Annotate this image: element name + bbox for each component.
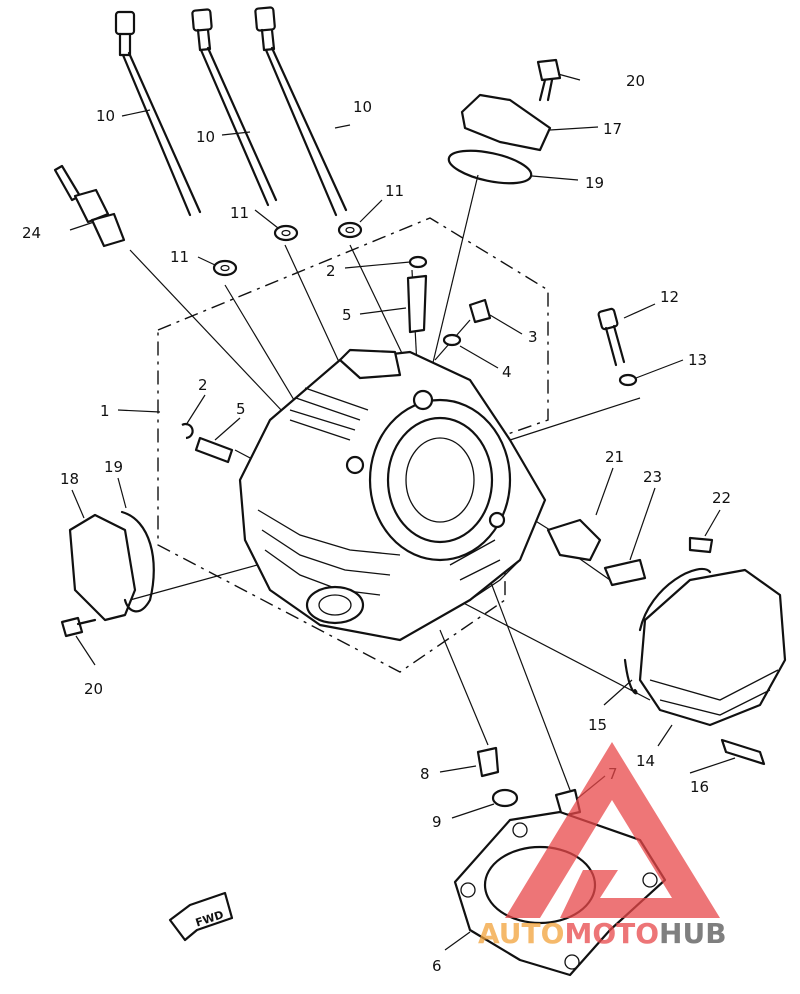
callout-11c: 11	[385, 182, 404, 200]
callout-17: 17	[603, 120, 622, 138]
callout-10c: 10	[353, 98, 372, 116]
callout-14: 14	[636, 752, 655, 770]
automotohub-watermark: AUTOMOTOHUB	[478, 742, 727, 950]
callout-11a: 11	[170, 248, 189, 266]
spark-plug	[53, 164, 126, 248]
callout-22: 22	[712, 489, 731, 507]
callout-20a: 20	[626, 72, 645, 90]
callout-8: 8	[420, 765, 430, 783]
bolt-3	[442, 298, 492, 347]
callout-19a: 19	[585, 174, 604, 192]
callout-6: 6	[432, 957, 442, 975]
bracket-parts	[546, 518, 714, 587]
callout-3: 3	[528, 328, 538, 346]
callout-9: 9	[432, 813, 442, 831]
watermark-moto: MOTO	[564, 917, 659, 950]
stud-bolts	[114, 6, 348, 217]
callout-16: 16	[690, 778, 709, 796]
fwd-arrow: FWD	[168, 891, 234, 942]
callout-12: 12	[660, 288, 679, 306]
dowel-pins	[476, 746, 582, 818]
callout-10b: 10	[196, 128, 215, 146]
callout-leaders	[69, 73, 736, 951]
assembly-boundary	[157, 217, 549, 673]
tappet-cover	[623, 567, 787, 766]
callout-labels: 10 10 10 11 11 11 24 2 5 3 4 20 17 19 12…	[22, 72, 731, 975]
callout-19b: 19	[104, 458, 123, 476]
callout-13: 13	[688, 351, 707, 369]
callout-23: 23	[643, 468, 662, 486]
callout-10a: 10	[96, 107, 115, 125]
callout-5b: 5	[236, 400, 246, 418]
callout-18: 18	[60, 470, 79, 488]
watermark-auto: AUTO	[478, 917, 564, 950]
watermark-triangle-icon	[505, 742, 720, 918]
callout-24: 24	[22, 224, 41, 242]
valve-guide-left	[181, 422, 234, 464]
callout-5a: 5	[342, 306, 352, 324]
callout-1: 1	[100, 402, 110, 420]
callout-11b: 11	[230, 204, 249, 222]
watermark-hub: HUB	[659, 917, 727, 950]
callout-4: 4	[502, 363, 512, 381]
callout-15: 15	[588, 716, 607, 734]
top-cover	[447, 58, 562, 185]
svg-text:AUTOMOTOHUB: AUTOMOTOHUB	[478, 917, 727, 950]
side-cover-left	[60, 510, 155, 638]
washers	[212, 221, 363, 277]
callout-21: 21	[605, 448, 624, 466]
bolt-12	[597, 307, 638, 387]
callout-2a: 2	[326, 262, 336, 280]
cylinder-head	[238, 348, 547, 642]
callout-2b: 2	[198, 376, 208, 394]
callout-20b: 20	[84, 680, 103, 698]
valve-guide-upper	[406, 255, 428, 334]
